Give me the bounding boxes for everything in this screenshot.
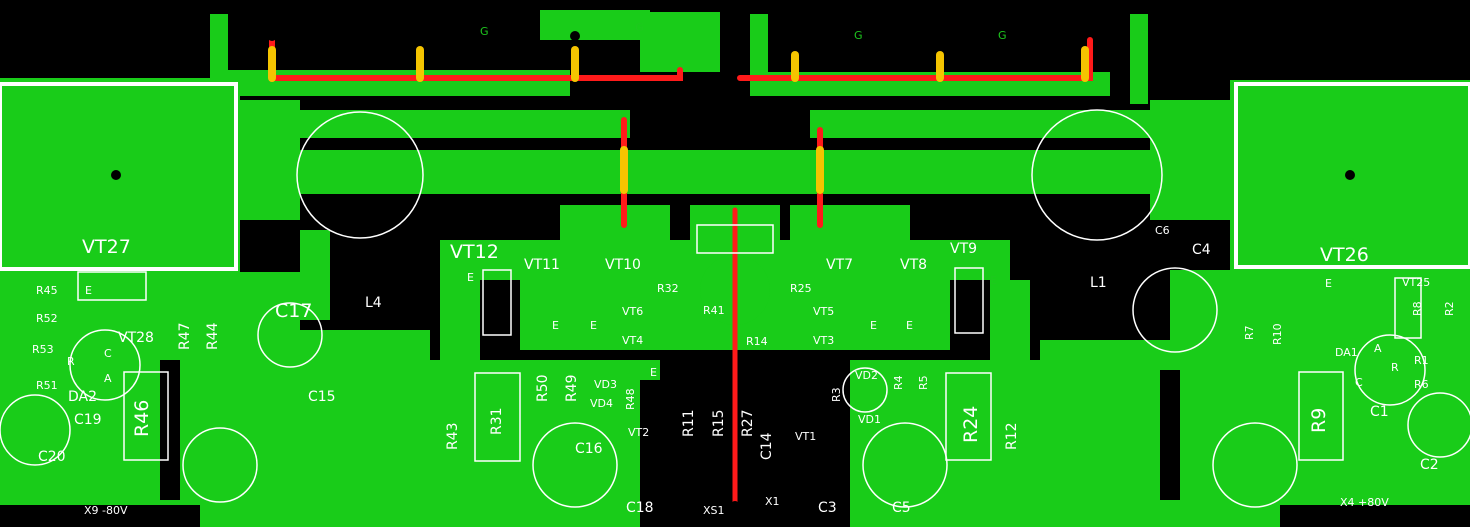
label-gate: G: [998, 29, 1007, 42]
label-emitter: E: [467, 271, 474, 284]
label-c17: C17: [275, 300, 313, 322]
label-vt3: VT3: [813, 334, 835, 347]
label-c5: C5: [892, 500, 911, 516]
label-r31: R31: [489, 407, 505, 435]
label-ref: R: [1391, 361, 1399, 374]
label-r9: R9: [1308, 407, 1330, 433]
label-r46: R46: [131, 399, 153, 437]
label-vt4: VT4: [622, 334, 644, 347]
label-r4: R4: [892, 375, 905, 390]
label-da2: DA2: [68, 389, 98, 405]
label-r6: R6: [1414, 378, 1429, 391]
label-vt26: VT26: [1320, 244, 1369, 266]
label-vt27: VT27: [82, 236, 131, 258]
label-cathode: C: [1355, 376, 1363, 389]
label-r3: R3: [830, 387, 843, 402]
label-r5: R5: [917, 375, 930, 390]
label-r7: R7: [1243, 325, 1256, 340]
label-r45: R45: [36, 284, 58, 297]
label-c14: C14: [759, 432, 775, 460]
label-xs1: XS1: [703, 504, 725, 517]
label-vt28: VT28: [118, 330, 154, 346]
label-cathode: C: [104, 347, 112, 360]
label-c19: C19: [74, 412, 102, 428]
isolation-gaps: [0, 230, 1470, 527]
label-r14: R14: [746, 335, 768, 348]
label-vt9: VT9: [950, 241, 978, 257]
label-ref: R: [67, 355, 75, 368]
label-vt7: VT7: [826, 257, 854, 273]
label-r48: R48: [624, 388, 637, 410]
label-r50: R50: [535, 374, 551, 402]
label-r51: R51: [36, 379, 58, 392]
label-vt10: VT10: [605, 257, 641, 273]
label-r15: R15: [711, 409, 727, 437]
label-anode: A: [1374, 342, 1382, 355]
pads: [111, 31, 1355, 509]
label-r49: R49: [564, 374, 580, 402]
label-emitter: E: [870, 319, 877, 332]
silkscreen: [0, 82, 1470, 508]
label-r47: R47: [177, 322, 193, 350]
label-emitter: E: [552, 319, 559, 332]
label-vd4: VD4: [590, 397, 613, 410]
label-l1: L1: [1090, 275, 1107, 291]
label-l4: L4: [365, 295, 382, 311]
label-x1: X1: [765, 495, 780, 508]
label-anode: A: [104, 372, 112, 385]
label-vt11: VT11: [524, 257, 560, 273]
label-emitter: E: [650, 366, 657, 379]
label-r11: R11: [681, 409, 697, 437]
label-r52: R52: [36, 312, 58, 325]
label-gate: G: [1139, 25, 1148, 38]
label-vd1: VD1: [858, 413, 881, 426]
label-gate: G: [480, 25, 489, 38]
label-vt8: VT8: [900, 257, 928, 273]
label-c1: C1: [1370, 404, 1389, 420]
label-r1: R1: [1414, 354, 1429, 367]
label-emitter: E: [990, 274, 997, 287]
label-vt5: VT5: [813, 305, 835, 318]
label-r44: R44: [205, 322, 221, 350]
label-r41: R41: [703, 304, 725, 317]
label-da1: DA1: [1335, 346, 1358, 359]
label-gate: G: [635, 21, 644, 34]
label-x9: X9 -80V: [84, 504, 128, 517]
bottom-traces: [268, 37, 1093, 508]
label-vd3: VD3: [594, 378, 617, 391]
label-gate: G: [854, 29, 863, 42]
label-c6: C6: [1155, 224, 1170, 237]
label-c3: C3: [818, 500, 837, 516]
label-emitter: E: [1325, 277, 1332, 290]
label-c4: C4: [1192, 242, 1211, 258]
label-r12: R12: [1004, 422, 1020, 450]
label-vt1: VT1: [795, 430, 817, 443]
label-r43: R43: [445, 422, 461, 450]
label-emitter: E: [590, 319, 597, 332]
label-emitter: E: [906, 319, 913, 332]
label-c18: C18: [626, 500, 654, 516]
label-r8: R8: [1411, 301, 1424, 316]
label-c15: C15: [308, 389, 336, 405]
label-emitter: E: [85, 284, 92, 297]
label-r2: R2: [1443, 301, 1456, 316]
label-r53: R53: [32, 343, 54, 356]
label-r27: R27: [740, 409, 756, 437]
label-r25: R25: [790, 282, 812, 295]
label-r10: R10: [1271, 323, 1284, 345]
label-c20: C20: [38, 449, 66, 465]
label-x4: X4 +80V: [1340, 496, 1389, 509]
label-r32: R32: [657, 282, 679, 295]
label-vt25: VT25: [1402, 276, 1431, 289]
label-vt2: VT2: [628, 426, 650, 439]
label-vt6: VT6: [622, 305, 644, 318]
label-c16: C16: [575, 441, 603, 457]
label-vt12: VT12: [450, 241, 499, 263]
label-vd2: VD2: [855, 369, 878, 382]
label-c2: C2: [1420, 457, 1439, 473]
label-r24: R24: [960, 405, 982, 443]
